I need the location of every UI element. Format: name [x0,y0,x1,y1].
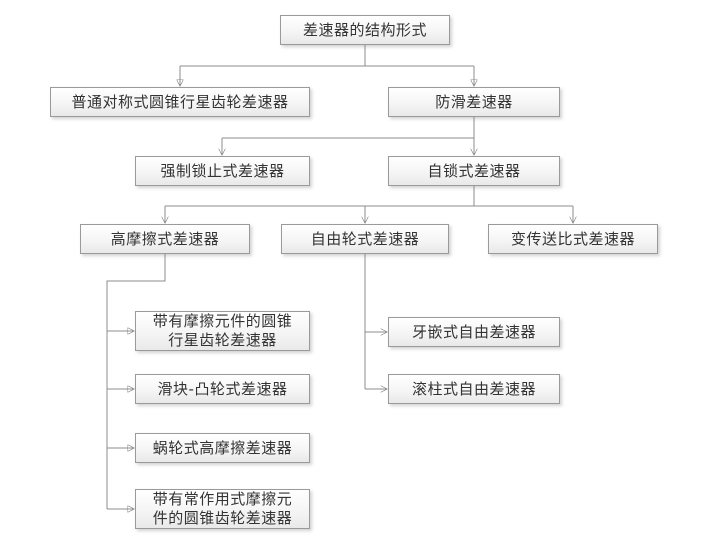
node-worm-gear-high-friction: 蜗轮式高摩擦差速器 [135,433,310,463]
node-root: 差速器的结构形式 [280,15,450,45]
node-anti-slip: 防滑差速器 [388,87,560,117]
node-friction-element-bevel: 带有摩擦元件的圆锥 行星齿轮差速器 [135,311,310,351]
node-forced-locking: 强制锁止式差速器 [135,156,310,186]
node-constant-friction-bevel: 带有常作用式摩擦元 件的圆锥齿轮差速器 [135,489,310,529]
node-high-friction: 高摩擦式差速器 [80,224,250,254]
node-ordinary-symmetric: 普通对称式圆锥行星齿轮差速器 [50,87,310,117]
node-variable-ratio: 变传送比式差速器 [488,224,658,254]
node-freewheel: 自由轮式差速器 [281,224,449,254]
node-self-locking: 自锁式差速器 [388,156,560,186]
node-slider-cam: 滑块-凸轮式差速器 [135,374,310,404]
node-roller-free: 滚柱式自由差速器 [388,374,560,404]
node-dog-clutch-free: 牙嵌式自由差速器 [388,317,560,347]
